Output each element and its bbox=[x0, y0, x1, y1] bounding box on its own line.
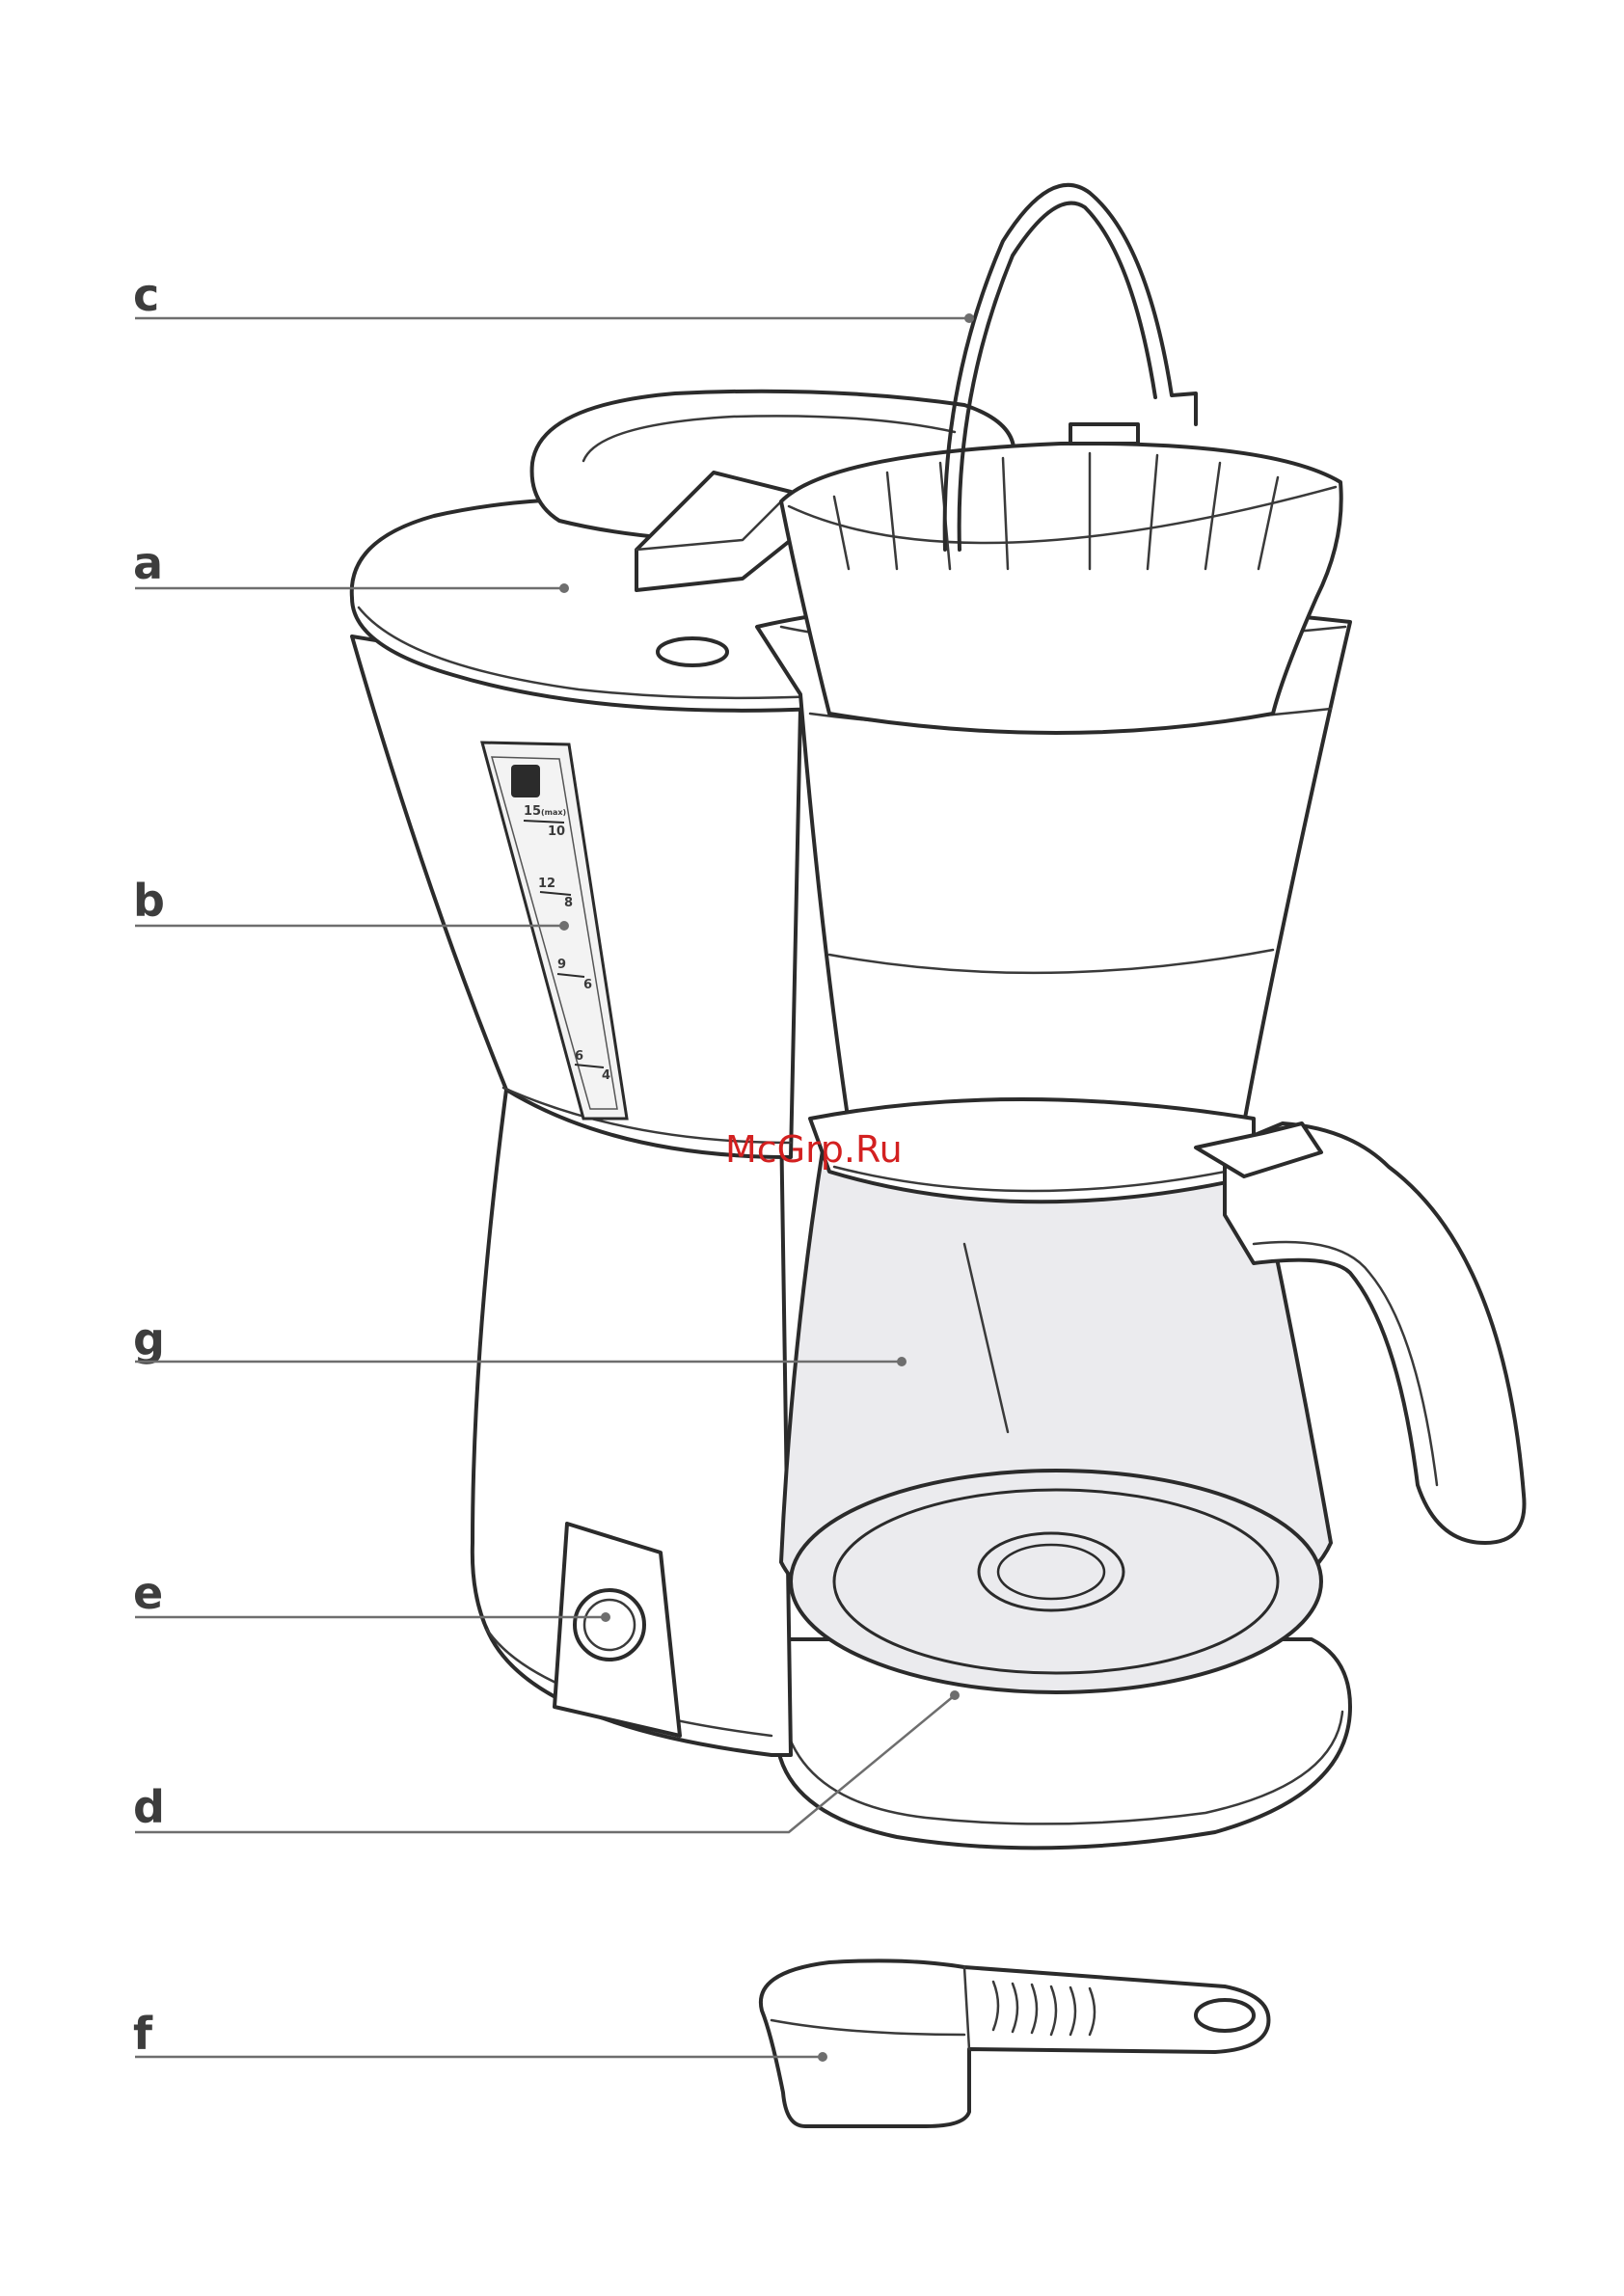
gauge-mark-1: 15 (max) 10 bbox=[523, 804, 566, 839]
water-level-gauge: 15 (max) 10 12 8 9 6 6 4 bbox=[480, 741, 629, 1121]
label-f: f bbox=[133, 2008, 153, 2060]
label-e: e bbox=[133, 1567, 163, 1619]
label-b: b bbox=[133, 875, 165, 927]
callout-e: e bbox=[133, 1567, 610, 1622]
gauge-top-note-1: (max) bbox=[541, 808, 566, 817]
label-d: d bbox=[133, 1781, 165, 1833]
base-hotplate bbox=[770, 1637, 1352, 1850]
gauge-top-2: 12 bbox=[538, 877, 555, 891]
gauge-top-3: 9 bbox=[557, 958, 566, 972]
label-a: a bbox=[133, 537, 163, 589]
gauge-mark-3: 9 6 bbox=[556, 958, 592, 992]
callout-b: b bbox=[133, 875, 569, 931]
gauge-bottom-2: 8 bbox=[564, 896, 573, 910]
gauge-bottom-3: 6 bbox=[583, 978, 592, 992]
gauge-mark-4: 6 4 bbox=[574, 1049, 610, 1083]
filter-basket bbox=[779, 182, 1343, 735]
gauge-top-4: 6 bbox=[575, 1049, 583, 1064]
gauge-bottom-1: 10 bbox=[548, 824, 565, 839]
carafe bbox=[778, 1097, 1527, 1694]
watermark-text: McGrp.Ru bbox=[725, 1128, 903, 1171]
callout-c: c bbox=[133, 269, 974, 323]
cup-icon bbox=[511, 765, 540, 797]
gauge-bottom-4: 4 bbox=[602, 1068, 610, 1083]
callout-f: f bbox=[133, 2008, 827, 2062]
gauge-top-1: 15 bbox=[524, 804, 541, 819]
callout-g: g bbox=[133, 1313, 907, 1366]
gauge-mark-2: 12 8 bbox=[538, 877, 573, 910]
measuring-spoon bbox=[758, 1958, 1271, 2128]
switch-panel bbox=[553, 1522, 682, 1738]
label-c: c bbox=[133, 269, 159, 321]
label-g: g bbox=[133, 1313, 165, 1365]
callout-d: d bbox=[133, 1690, 960, 1834]
callout-a: a bbox=[133, 537, 569, 593]
